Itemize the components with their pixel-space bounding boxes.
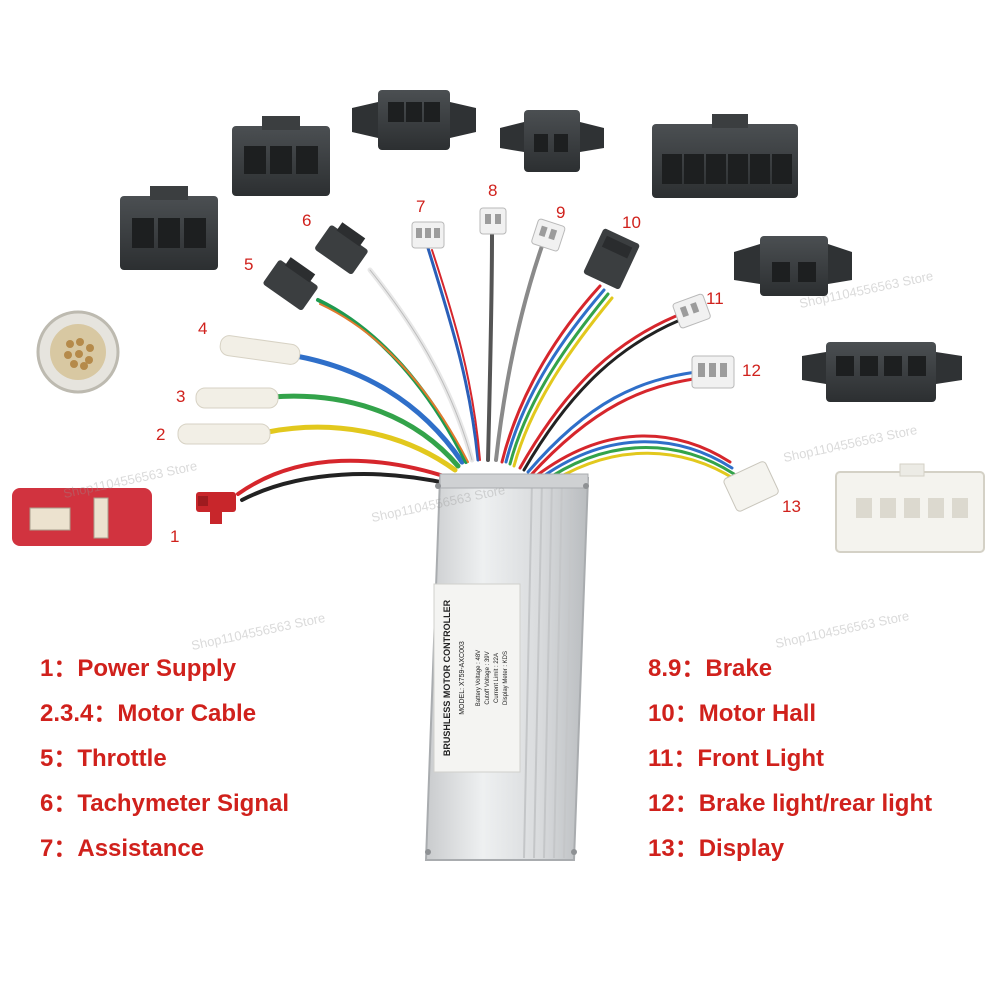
legend-left: 1：Power Supply 2.3.4：Motor Cable 5：Throt…	[40, 646, 289, 871]
brake-plug-8	[479, 207, 507, 235]
controller-model: MODEL: X759-AXC003	[459, 641, 466, 715]
three-pin-connector-photo	[232, 116, 330, 196]
legend-desc: Motor Hall	[698, 700, 817, 727]
motor-hall-plug	[583, 228, 640, 290]
bullet-sleeve-2	[177, 423, 271, 445]
front-light-cable	[518, 314, 678, 470]
wire-number: 6	[302, 211, 311, 230]
brake-light-plug	[691, 355, 735, 389]
controller-spec: Cutoff Voltage : 39V	[485, 651, 491, 704]
legend-desc: Tachymeter Signal	[77, 790, 289, 817]
front-light-plug	[672, 293, 711, 329]
display-plug	[723, 461, 779, 512]
legend-right: 8.9：Brake 10：Motor Hall 11：Front Light 1…	[648, 646, 932, 871]
connector-closeups	[12, 90, 985, 553]
legend-key: 1：	[40, 655, 78, 682]
legend-key: 10：	[648, 700, 699, 727]
t-plug-connector	[196, 492, 236, 524]
legend-desc: Brake light/rear light	[698, 790, 933, 817]
legend-key: 13：	[648, 835, 699, 862]
legend-desc: Display	[698, 835, 785, 862]
wire-number: 2	[156, 425, 165, 444]
legend-item: 1：Power Supply	[40, 646, 289, 691]
bullet-sleeve-3	[195, 387, 279, 409]
winged-connector-photo	[802, 342, 962, 402]
legend-item: 10：Motor Hall	[648, 691, 932, 736]
cable-bundle	[236, 232, 738, 502]
assistance-cable	[426, 246, 480, 462]
brake-cable-9	[494, 244, 544, 462]
motor-hall-cable	[500, 284, 602, 464]
six-pin-connector-photo	[652, 114, 798, 198]
tachymeter-plug	[315, 222, 368, 275]
legend-item: 6：Tachymeter Signal	[40, 781, 289, 826]
motor-cable-yellow	[265, 424, 458, 473]
winged-connector-photo	[500, 110, 604, 172]
legend-item: 13：Display	[648, 826, 932, 871]
controller-body: BRUSHLESS MOTOR CONTROLLER MODEL: X759-A…	[424, 473, 590, 861]
assistance-plug	[411, 221, 445, 249]
legend-desc: Power Supply	[77, 655, 237, 682]
winged-connector-photo	[734, 236, 852, 296]
throttle-plug	[263, 257, 318, 311]
t-plug-photo	[12, 488, 152, 546]
legend-item: 11：Front Light	[648, 736, 932, 781]
legend-item: 12：Brake light/rear light	[648, 781, 932, 826]
wire-number: 12	[742, 361, 761, 380]
legend-key: 11：	[648, 745, 698, 772]
legend-item: 5：Throttle	[40, 736, 289, 781]
brake-plug-9	[531, 218, 566, 252]
bullet-sleeve-4	[219, 335, 301, 365]
wire-number: 5	[244, 255, 253, 274]
controller-label	[433, 583, 521, 773]
cable-end-connectors	[177, 207, 779, 524]
legend-key: 6：	[40, 790, 78, 817]
legend-key: 8.9：	[648, 655, 706, 682]
legend-key: 12：	[648, 790, 699, 817]
legend-desc: Front Light	[697, 745, 824, 772]
controller-spec: Current Limit : 22A	[494, 653, 500, 703]
wire-number: 10	[622, 213, 641, 232]
legend-key: 5：	[40, 745, 78, 772]
display-cable	[534, 434, 732, 478]
brake-cable-8	[486, 232, 494, 462]
wire-number: 1	[170, 527, 179, 546]
wire-number: 8	[488, 181, 497, 200]
wire-number: 7	[416, 197, 425, 216]
round-connector-photo	[36, 310, 120, 394]
display-connector-photo	[835, 463, 985, 553]
wire-number-labels: 1 2 3 4 5 6 7 8 9 10 11 12 13	[156, 181, 801, 546]
legend-desc: Throttle	[77, 745, 167, 772]
legend-item: 7：Assistance	[40, 826, 289, 871]
controller-spec: Battery Voltage : 48V	[476, 650, 482, 706]
power-cable-black	[240, 472, 452, 502]
motor-cable-blue	[293, 353, 465, 465]
wire-number: 4	[198, 319, 207, 338]
wire-number: 9	[556, 203, 565, 222]
wire-number: 11	[706, 289, 724, 308]
legend-item: 2.3.4：Motor Cable	[40, 691, 289, 736]
legend-desc: Assistance	[77, 835, 205, 862]
three-pin-connector-photo	[120, 186, 218, 270]
legend-key: 7：	[40, 835, 78, 862]
power-cable-red	[236, 458, 452, 496]
legend-desc: Brake	[705, 655, 773, 682]
legend-desc: Motor Cable	[117, 700, 257, 727]
legend-key: 2.3.4：	[40, 700, 118, 727]
wire-number: 13	[782, 497, 801, 516]
controller-spec: Display Meter : KDS	[503, 651, 509, 705]
motor-cable-green	[269, 393, 461, 469]
winged-connector-photo	[352, 90, 476, 150]
brake-light-cable	[526, 370, 698, 474]
legend-item: 8.9：Brake	[648, 646, 932, 691]
controller-title: BRUSHLESS MOTOR CONTROLLER	[442, 599, 452, 756]
wire-number: 3	[176, 387, 185, 406]
